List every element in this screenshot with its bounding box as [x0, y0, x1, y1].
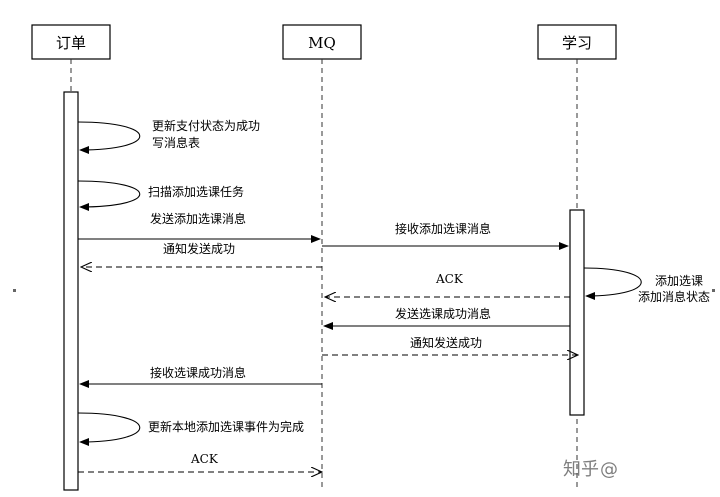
message-m7-label: ACK — [435, 272, 464, 286]
message-m10: 接收选课成功消息 — [79, 365, 322, 388]
stray-mark-left — [13, 289, 16, 292]
participant-order: 订单 — [31, 24, 111, 60]
message-m9: 通知发送成功 — [322, 335, 578, 355]
message-m4-label: 通知发送成功 — [163, 241, 235, 256]
watermark-platform: 知乎 — [563, 459, 599, 480]
message-m8: 发送选课成功消息 — [323, 306, 570, 330]
message-m6-label2: 添加消息状态 — [638, 289, 710, 304]
activation-study — [569, 209, 585, 416]
message-m2-label: 扫描添加选课任务 — [148, 184, 244, 199]
participant-study-label: 学习 — [562, 34, 592, 52]
message-m3-label: 发送添加选课消息 — [150, 211, 246, 226]
message-m1-label: 更新支付状态为成功 — [152, 118, 260, 133]
watermark: 知乎 @ — [563, 459, 618, 480]
message-m1-label2: 写消息表 — [152, 135, 200, 150]
message-m1: 更新支付状态为成功 写消息表 — [77, 118, 260, 154]
message-m9-label: 通知发送成功 — [410, 335, 482, 350]
message-m10-label: 接收选课成功消息 — [150, 365, 246, 380]
message-m6-label: 添加选课 — [655, 274, 703, 288]
message-m11: 更新本地添加选课事件为完成 — [77, 412, 304, 446]
message-m11-label: 更新本地添加选课事件为完成 — [148, 419, 304, 434]
participant-mq: MQ — [282, 24, 362, 60]
stray-mark-right — [712, 289, 715, 292]
activation-order — [63, 91, 79, 491]
message-m8-label: 发送选课成功消息 — [395, 306, 491, 321]
message-m4: 通知发送成功 — [81, 241, 322, 267]
watermark-at-icon: @ — [600, 459, 618, 480]
participant-mq-label: MQ — [308, 34, 336, 52]
message-m12: ACK — [78, 452, 322, 472]
participant-order-label: 订单 — [56, 34, 86, 52]
message-m7: ACK — [325, 272, 570, 297]
message-m5-label: 接收添加选课消息 — [395, 221, 491, 236]
message-m12-label: ACK — [190, 452, 219, 466]
participant-study: 学习 — [537, 24, 617, 60]
message-m3: 发送添加选课消息 — [78, 211, 321, 243]
message-m2: 扫描添加选课任务 — [77, 180, 244, 211]
message-m5: 接收添加选课消息 — [322, 221, 569, 250]
message-m6: 添加选课 添加消息状态 — [583, 267, 710, 304]
